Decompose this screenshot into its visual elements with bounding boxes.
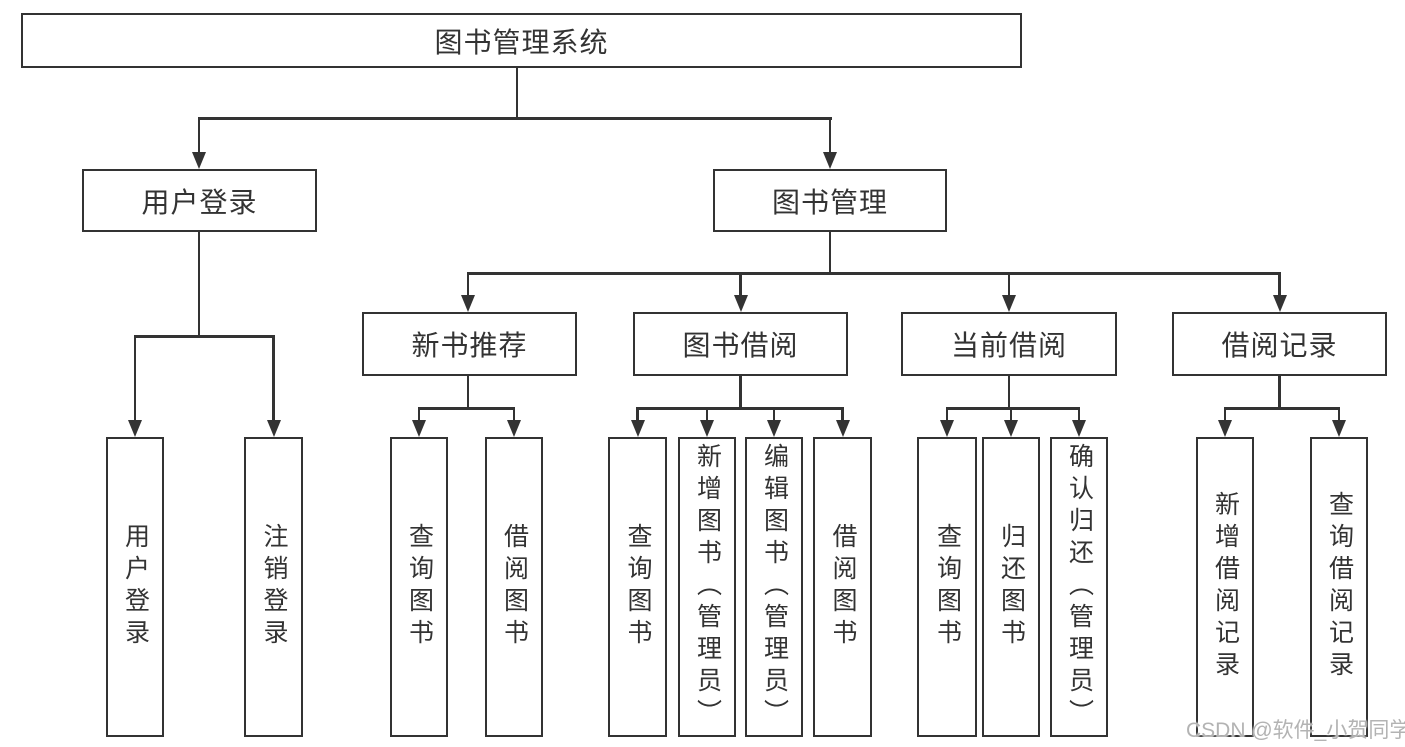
leaf-logout: 注销登录 <box>244 437 303 737</box>
arrowhead-record-leaf2 <box>1332 420 1346 437</box>
connector-record-leaf2-drop <box>1337 407 1341 422</box>
leaf-current-query-label: 查询图书 <box>933 523 962 651</box>
node-book-management: 图书管理 <box>713 169 947 232</box>
leaf-borrow-book-label: 借阅图书 <box>829 523 857 651</box>
connector-borrow-sub-drop <box>739 376 742 409</box>
leaf-current-confirm-admin: 确认归还（管理员） <box>1050 437 1108 737</box>
node-user-login-label: 用户登录 <box>141 186 258 218</box>
connector-record-horizontal <box>1223 407 1341 410</box>
node-borrowing-records-label: 借阅记录 <box>1221 330 1338 361</box>
connector-borrow-horizontal <box>636 407 844 410</box>
leaf-current-confirm-admin-label: 确认归还（管理员） <box>1065 443 1094 731</box>
arrowhead-borrow-leaf4 <box>835 420 850 437</box>
leaf-newbook-borrow-label: 借阅图书 <box>500 523 529 651</box>
connector-current-drop <box>1007 272 1011 297</box>
leaf-borrow-edit-admin: 编辑图书（管理员） <box>745 437 803 737</box>
arrowhead-to-record <box>1272 295 1287 312</box>
leaf-record-add: 新增借阅记录 <box>1196 437 1254 737</box>
connector-borrow-leaf2-drop <box>705 407 709 422</box>
connector-user-login-drop <box>197 117 201 155</box>
connector-record-sub-drop <box>1278 376 1281 409</box>
node-borrowing-records: 借阅记录 <box>1172 312 1387 376</box>
leaf-borrow-query: 查询图书 <box>608 437 667 737</box>
leaf-borrow-add-admin-label: 新增图书（管理员） <box>693 443 722 731</box>
leaf-borrow-add-admin: 新增图书（管理员） <box>678 437 736 737</box>
node-book-borrowing: 图书借阅 <box>633 312 848 376</box>
connector-user-leaf1-drop <box>133 335 137 422</box>
connector-newbook-drop <box>466 272 470 297</box>
leaf-user-login-label: 用户登录 <box>121 523 150 651</box>
connector-record-drop <box>1278 272 1281 297</box>
node-book-management-label: 图书管理 <box>771 186 888 218</box>
arrowhead-borrow-leaf1 <box>630 420 645 437</box>
connector-current-leaf2-drop <box>1009 407 1013 422</box>
node-book-borrowing-label: 图书借阅 <box>682 330 799 361</box>
connector-current-sub-drop <box>1007 376 1011 409</box>
leaf-user-login: 用户登录 <box>106 437 164 737</box>
arrowhead-current-leaf3 <box>1072 420 1086 437</box>
arrowhead-newbook-leaf1 <box>412 420 426 437</box>
node-root-label: 图书管理系统 <box>434 26 609 58</box>
arrowhead-record-leaf1 <box>1218 420 1232 437</box>
leaf-current-return: 归还图书 <box>982 437 1040 737</box>
connector-current-horizontal <box>945 407 1081 410</box>
leaf-current-query: 查询图书 <box>917 437 977 737</box>
arrowhead-to-book-mgmt <box>823 152 837 169</box>
connector-borrow-leaf4-drop <box>841 407 844 422</box>
connector-level2-horizontal <box>466 272 1281 275</box>
arrowhead-current-leaf1 <box>940 420 954 437</box>
arrowhead-newbook-leaf2 <box>507 420 521 437</box>
csdn-watermark: CSDN @软件_小贺同学 <box>1186 719 1405 742</box>
connector-book-mgmt-drop <box>828 117 832 155</box>
connector-user-leaf2-drop <box>272 335 275 422</box>
leaf-borrow-edit-admin-label: 编辑图书（管理员） <box>760 443 789 731</box>
arrowhead-borrow-leaf2 <box>700 420 714 437</box>
connector-newbook-leaf2-drop <box>512 407 516 422</box>
connector-level1-horizontal <box>197 117 832 120</box>
connector-borrow-leaf3-drop <box>772 407 776 422</box>
leaf-current-return-label: 归还图书 <box>997 523 1026 651</box>
leaf-newbook-query: 查询图书 <box>390 437 448 737</box>
leaf-record-add-label: 新增借阅记录 <box>1211 491 1240 683</box>
connector-record-leaf1-drop <box>1223 407 1227 422</box>
leaf-borrow-query-label: 查询图书 <box>624 523 652 651</box>
node-current-borrowing: 当前借阅 <box>901 312 1117 376</box>
leaf-record-query: 查询借阅记录 <box>1310 437 1368 737</box>
connector-root-drop <box>515 68 519 118</box>
connector-borrow-leaf1-drop <box>636 407 639 422</box>
connector-bookmgmt-drop <box>828 232 832 274</box>
connector-newbook-horizontal <box>417 407 516 410</box>
leaf-logout-label: 注销登录 <box>260 523 288 651</box>
leaf-newbook-query-label: 查询图书 <box>405 523 434 651</box>
leaf-record-query-label: 查询借阅记录 <box>1325 491 1354 683</box>
arrowhead-to-user-login <box>192 152 206 169</box>
node-user-login: 用户登录 <box>82 169 317 232</box>
leaf-newbook-borrow: 借阅图书 <box>485 437 543 737</box>
leaf-borrow-book: 借阅图书 <box>813 437 872 737</box>
node-new-book-recommend-label: 新书推荐 <box>411 330 528 361</box>
arrowhead-to-current <box>1002 295 1016 312</box>
arrowhead-borrow-leaf3 <box>767 420 781 437</box>
connector-current-leaf3-drop <box>1077 407 1081 422</box>
connector-newbook-leaf1-drop <box>417 407 421 422</box>
arrowhead-to-login-leaf <box>128 420 142 437</box>
connector-user-branch-drop <box>197 232 201 337</box>
arrowhead-to-borrow <box>733 295 748 312</box>
node-new-book-recommend: 新书推荐 <box>362 312 577 376</box>
connector-newbook-sub-drop <box>466 376 470 409</box>
node-current-borrowing-label: 当前借阅 <box>950 330 1067 361</box>
arrowhead-to-logout-leaf <box>266 420 281 437</box>
connector-user-branch-horizontal <box>133 335 275 338</box>
arrowhead-current-leaf2 <box>1004 420 1018 437</box>
connector-borrow-drop <box>739 272 742 297</box>
arrowhead-to-newbook <box>461 295 475 312</box>
node-root-library-system: 图书管理系统 <box>21 13 1022 68</box>
connector-current-leaf1-drop <box>945 407 949 422</box>
